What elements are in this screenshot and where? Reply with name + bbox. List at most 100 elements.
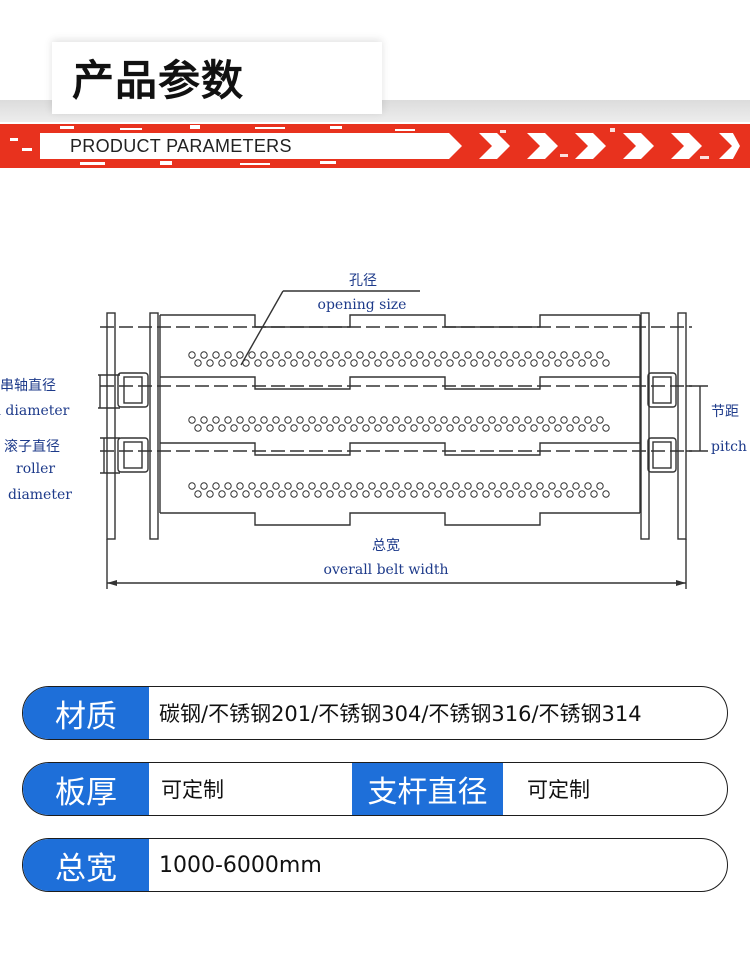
hole: [230, 359, 238, 367]
hole: [308, 482, 316, 490]
hole: [296, 416, 304, 424]
hole: [248, 482, 256, 490]
hole: [530, 490, 538, 498]
hole: [344, 482, 352, 490]
hole: [446, 424, 454, 432]
hole: [590, 424, 598, 432]
hole: [488, 482, 496, 490]
hole: [260, 351, 268, 359]
spec-value-plate-thickness: 可定制: [161, 778, 224, 802]
hole: [566, 490, 574, 498]
hole: [434, 490, 442, 498]
hole: [350, 490, 358, 498]
hole: [494, 490, 502, 498]
hole: [404, 482, 412, 490]
hole: [560, 416, 568, 424]
hole-pattern: [188, 351, 610, 498]
page-title: 产品参数: [72, 56, 245, 105]
hole: [476, 351, 484, 359]
hole: [464, 482, 472, 490]
hole: [458, 424, 466, 432]
page-subtitle: PRODUCT PARAMETERS: [70, 136, 292, 156]
hole: [500, 482, 508, 490]
hole: [524, 416, 532, 424]
hole: [224, 416, 232, 424]
hole: [410, 490, 418, 498]
hole: [464, 351, 472, 359]
hole: [200, 482, 208, 490]
hole: [416, 482, 424, 490]
hole: [272, 351, 280, 359]
hole: [446, 359, 454, 367]
hole: [290, 424, 298, 432]
hole: [392, 482, 400, 490]
hole: [284, 351, 292, 359]
hole: [374, 359, 382, 367]
spec-label-material: 材质: [23, 687, 149, 739]
hole: [386, 490, 394, 498]
hole: [458, 490, 466, 498]
hole: [584, 482, 592, 490]
hole: [434, 359, 442, 367]
hole: [518, 424, 526, 432]
hole: [500, 351, 508, 359]
label-pitch-cn: 节距: [711, 404, 739, 420]
hole: [542, 359, 550, 367]
hole: [470, 359, 478, 367]
hole: [596, 416, 604, 424]
mesh-belt-diagram: 孔径 opening size 串轴直径 d diameter 滚子直径 rol…: [0, 273, 747, 589]
spec-value-rod-diameter: 可定制: [527, 778, 590, 802]
hole: [572, 482, 580, 490]
hole: [578, 424, 586, 432]
hole: [524, 482, 532, 490]
hole: [446, 490, 454, 498]
hole: [548, 351, 556, 359]
hole: [254, 490, 262, 498]
hole: [374, 424, 382, 432]
hole: [224, 482, 232, 490]
hole: [218, 359, 226, 367]
hole: [206, 359, 214, 367]
hole: [482, 490, 490, 498]
hole: [536, 351, 544, 359]
hole: [254, 359, 262, 367]
hole: [296, 482, 304, 490]
spec-label-total-width: 总宽: [23, 839, 149, 891]
hole: [416, 416, 424, 424]
hole: [548, 416, 556, 424]
hole: [284, 416, 292, 424]
hole: [422, 359, 430, 367]
hole: [560, 482, 568, 490]
label-shaft-diameter-cn: 串轴直径: [0, 377, 56, 394]
hole: [578, 490, 586, 498]
label-overall-width-cn: 总宽: [372, 537, 400, 554]
hole: [386, 424, 394, 432]
spec-row-total-width: 总宽 1000-6000mm: [22, 838, 728, 892]
hole: [458, 359, 466, 367]
hole: [482, 424, 490, 432]
hole: [260, 482, 268, 490]
label-opening-size-cn: 孔径: [349, 273, 377, 289]
hole: [326, 490, 334, 498]
hole: [242, 359, 250, 367]
hole: [290, 490, 298, 498]
hole: [428, 482, 436, 490]
hole: [410, 359, 418, 367]
hole: [272, 416, 280, 424]
hole: [428, 351, 436, 359]
hole: [212, 351, 220, 359]
hole: [374, 490, 382, 498]
hole: [560, 351, 568, 359]
hole: [380, 351, 388, 359]
spec-row-material: 材质 碳钢/不锈钢201/不锈钢304/不锈钢316/不锈钢314: [22, 686, 728, 740]
hole: [350, 359, 358, 367]
hole: [536, 482, 544, 490]
label-roller-diameter-cn: 滚子直径: [4, 438, 60, 455]
hole: [200, 351, 208, 359]
hole: [344, 416, 352, 424]
hole: [266, 490, 274, 498]
hole: [470, 424, 478, 432]
hole: [554, 359, 562, 367]
hole: [602, 424, 610, 432]
hole: [440, 482, 448, 490]
